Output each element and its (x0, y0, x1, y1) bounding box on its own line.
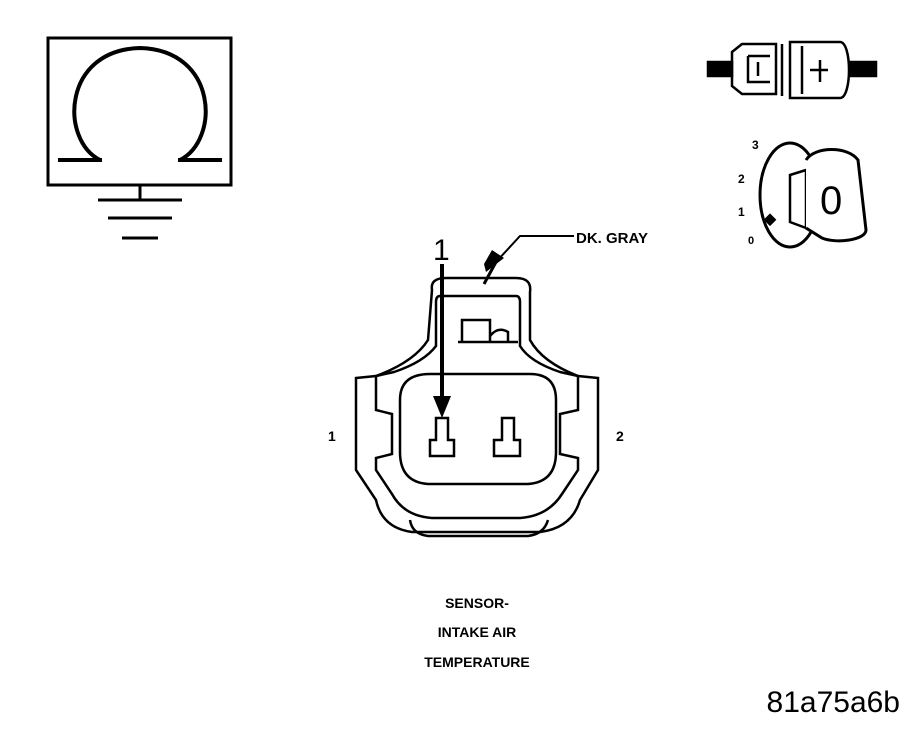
wire-color-leader (482, 235, 574, 285)
key-position-1: 1 (738, 205, 745, 219)
caption-line-1: SENSOR- (445, 595, 509, 611)
connector-disconnect-icon (706, 40, 878, 100)
key-label: 0 (820, 179, 842, 223)
key-position-0: 0 (748, 235, 754, 247)
ohm-ground-icon (46, 36, 233, 240)
figure-id: 81a75a6b (767, 686, 900, 719)
pin-label-right: 2 (616, 428, 624, 444)
callout-number: 1 (433, 234, 450, 267)
ignition-key-icon: 3 2 1 0 0 (738, 138, 868, 249)
caption-line-2: INTAKE AIR (438, 624, 517, 640)
key-position-3: 3 (752, 138, 759, 152)
pin1-callout-arrow (433, 264, 451, 418)
pin-label-left: 1 (328, 428, 336, 444)
connector-caption: SENSOR- INTAKE AIR TEMPERATURE (424, 595, 530, 670)
connector-face (354, 276, 600, 538)
wire-color-label: DK. GRAY (576, 230, 648, 247)
caption-line-3: TEMPERATURE (424, 654, 530, 670)
key-position-2: 2 (738, 172, 745, 186)
